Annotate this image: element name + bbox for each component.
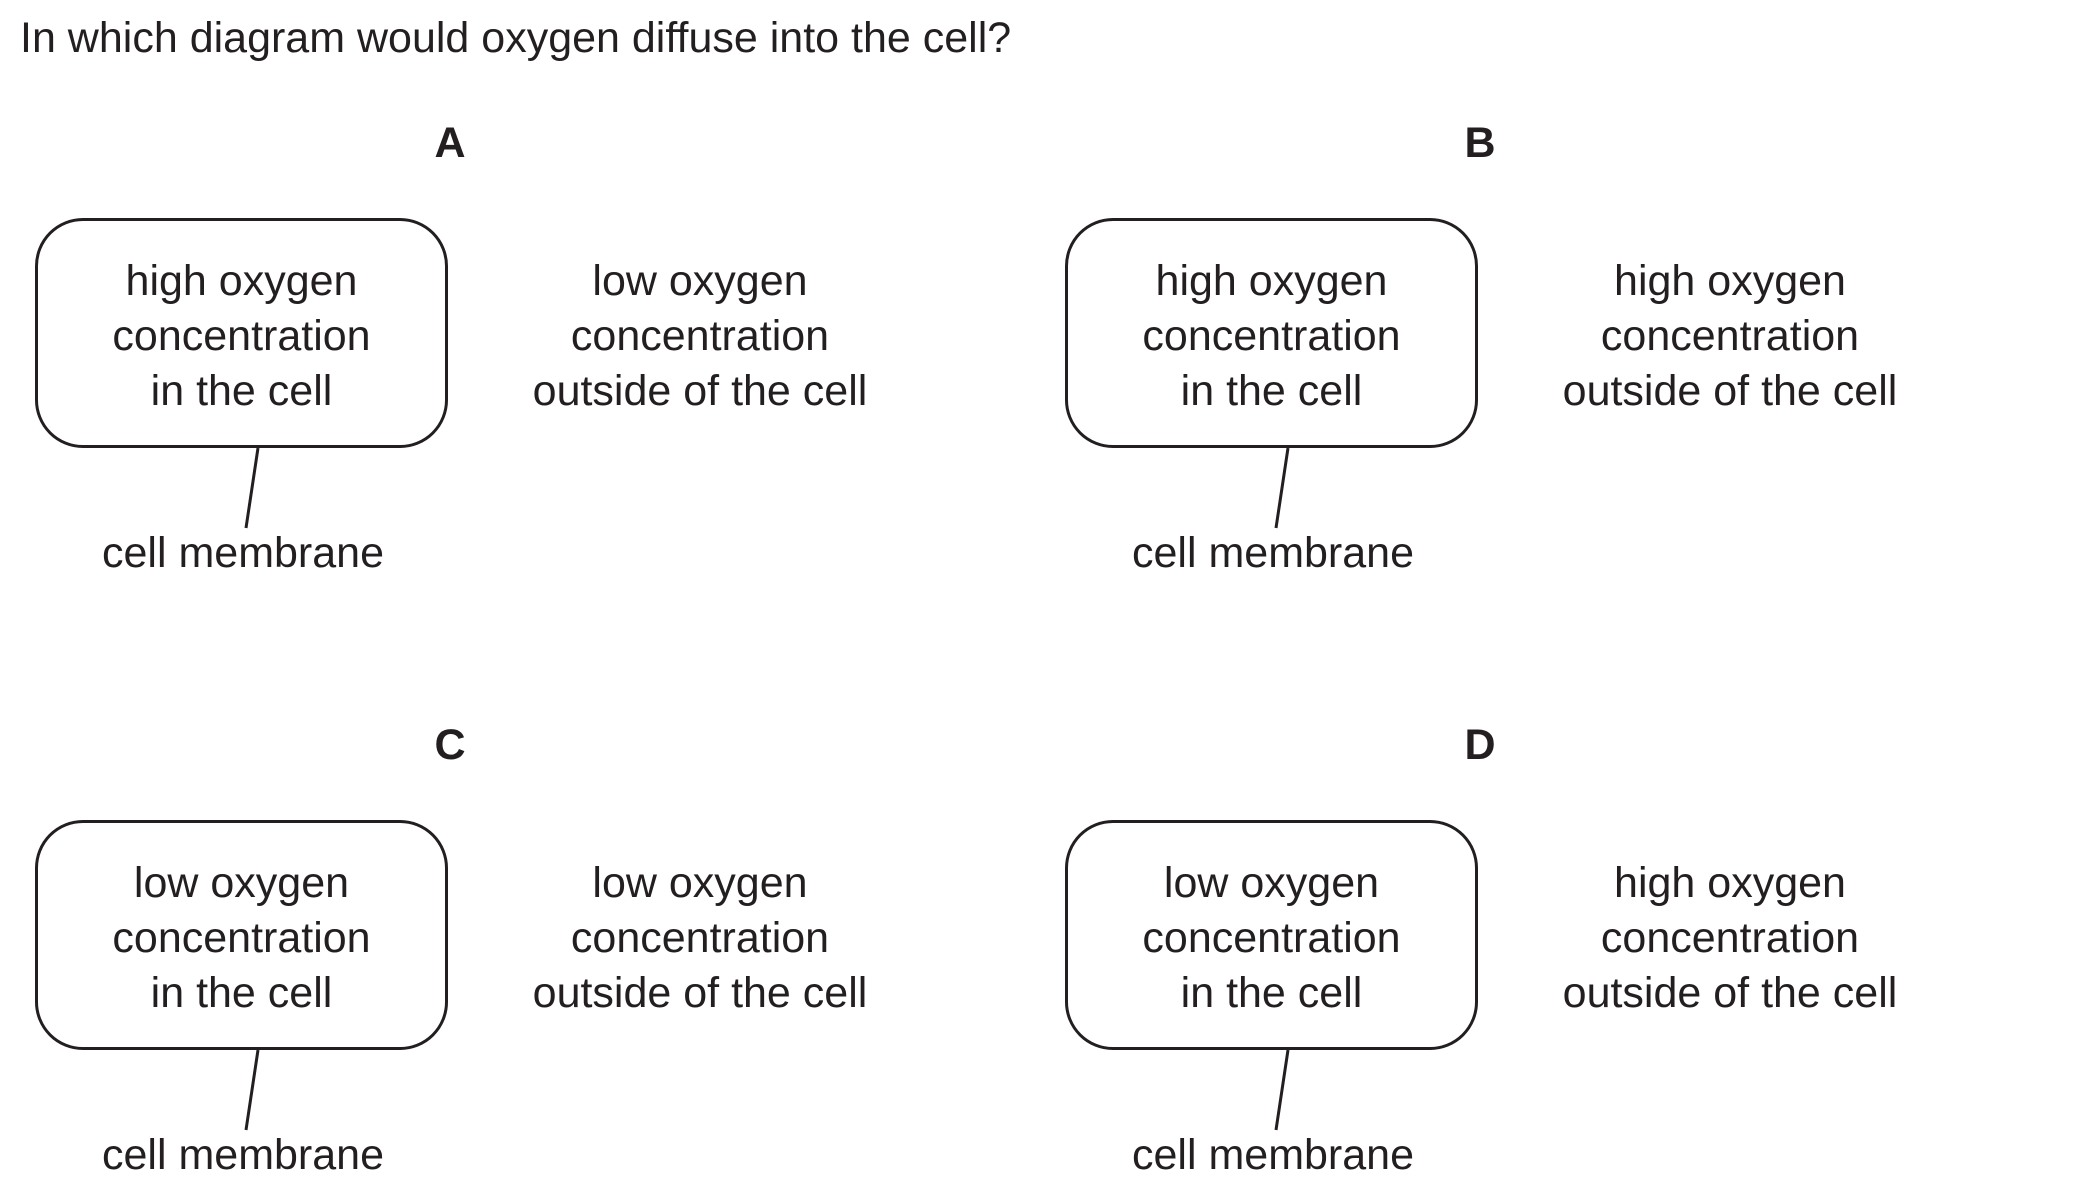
outside-concentration-label: high oxygen concentration outside of the… [1562,257,1898,415]
membrane-pointer-line [244,1049,260,1131]
inside-concentration-label: low oxygen concentration in the cell [1142,859,1401,1017]
cell-membrane-label: cell membrane [102,1131,384,1179]
diagram-option-d: D low oxygen concentration in the cell h… [1030,602,2050,1179]
option-letter: D [1464,721,1496,769]
membrane-pointer-line [244,447,260,529]
inside-concentration-label: low oxygen concentration in the cell [112,859,371,1017]
cell-membrane-label: cell membrane [1132,529,1414,577]
cell-membrane-outline [1065,820,1478,1050]
cell-membrane-outline [1065,218,1478,448]
outside-concentration-label: low oxygen concentration outside of the … [532,257,868,415]
diagram-option-c: C low oxygen concentration in the cell l… [0,602,1020,1179]
option-letter: A [434,119,466,167]
membrane-pointer-line [1274,447,1290,529]
inside-concentration-label: high oxygen concentration in the cell [1142,257,1401,415]
diagram-option-a: A high oxygen concentration in the cell … [0,0,1020,577]
outside-concentration-label: high oxygen concentration outside of the… [1562,859,1898,1017]
cell-membrane-label: cell membrane [1132,1131,1414,1179]
option-letter: B [1464,119,1496,167]
membrane-pointer-line [1274,1049,1290,1131]
cell-membrane-outline [35,820,448,1050]
inside-concentration-label: high oxygen concentration in the cell [112,257,371,415]
outside-concentration-label: low oxygen concentration outside of the … [532,859,868,1017]
cell-membrane-label: cell membrane [102,529,384,577]
question-text: In which diagram would oxygen diffuse in… [20,14,1012,62]
diagram-option-b: B high oxygen concentration in the cell … [1030,0,2050,577]
option-letter: C [434,721,466,769]
cell-membrane-outline [35,218,448,448]
